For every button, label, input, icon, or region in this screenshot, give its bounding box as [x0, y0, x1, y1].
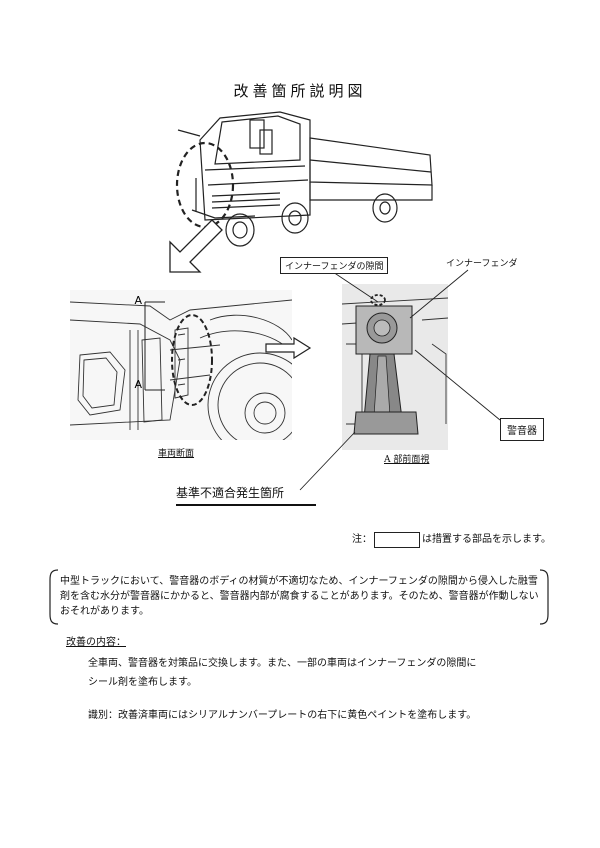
right-caption: A 部前面視 — [384, 455, 430, 465]
bracket-frame — [49, 569, 549, 625]
summary-box: 中型トラックにおいて、警音器のボディの材質が不適切なため、インナーフェンダの隙間… — [48, 568, 550, 625]
label-fender-gap: インナーフェンダの隙間 — [280, 257, 389, 274]
section-marker-top: A — [134, 294, 142, 307]
label-nonconformity: 基準不適合発生箇所 — [176, 484, 316, 506]
page-title: 改善箇所説明図 — [233, 82, 367, 100]
arrow-right-icon — [265, 336, 312, 360]
identification-text: 識別：改善済車両にはシリアルナンバープレートの右下に黄色ペイントを塗布します。 — [88, 710, 477, 721]
horn-detail-drawing — [342, 284, 448, 450]
legend-note: 注： は措置する部品を示します。 — [352, 530, 551, 548]
improvement-line2: シール剤を塗布します。 — [88, 677, 197, 688]
summary-text: 中型トラックにおいて、警音器のボディの材質が不適切なため、インナーフェンダの隙間… — [60, 576, 539, 617]
label-inner-fender: インナーフェンダ — [446, 259, 518, 269]
legend-swatch — [374, 531, 420, 548]
note-prefix: 注： — [352, 534, 372, 545]
section-marker-bottom: A — [134, 378, 142, 391]
improvement-line1: 全車両、警音器を対策品に交換します。また、一部の車両はインナーフェンダの隙間に — [88, 658, 477, 669]
vehicle-section-drawing: A A — [70, 290, 292, 440]
arrow-down-left-icon — [169, 219, 223, 273]
label-horn: 警音器 — [500, 418, 544, 441]
note-suffix: は措置する部品を示します。 — [422, 534, 551, 545]
improvement-heading: 改善の内容： — [66, 637, 126, 648]
left-caption: 車両断面 — [158, 449, 195, 459]
